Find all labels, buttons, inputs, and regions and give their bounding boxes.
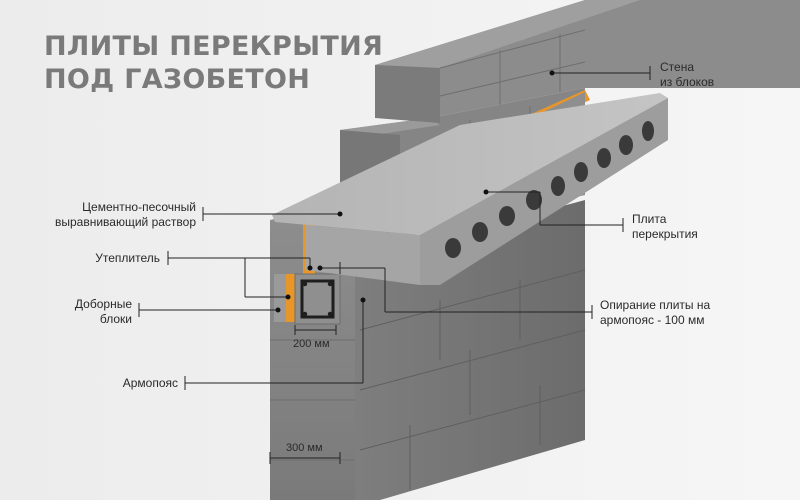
label-slab: Плита перекрытия xyxy=(632,212,698,242)
label-insulation: Утеплитель xyxy=(60,251,160,266)
dimension-wall-width: 300 мм xyxy=(286,442,323,454)
label-wall-line1: Стена xyxy=(660,60,695,74)
section-joints xyxy=(270,339,355,461)
label-extra-blocks-line2: блоки xyxy=(99,312,132,326)
label-wall: Стена из блоков xyxy=(660,60,714,90)
title-line-1: ПЛИТЫ ПЕРЕКРЫТИЯ xyxy=(44,31,384,62)
label-extra-blocks-line1: Доборные xyxy=(74,297,132,311)
label-support: Опирание плиты на армопояс - 100 мм xyxy=(600,298,710,328)
slab-cores xyxy=(445,121,654,258)
label-slab-line1: Плита xyxy=(632,212,667,226)
upper-wall-face xyxy=(375,0,800,118)
upper-block-top xyxy=(375,0,640,68)
rebar-bars xyxy=(302,281,333,317)
title-line-2: ПОД ГАЗОБЕТОН xyxy=(44,64,311,95)
insulation-left xyxy=(286,274,295,322)
extra-block xyxy=(274,274,286,322)
label-wall-line2: из блоков xyxy=(660,75,715,89)
rebar-cage xyxy=(300,279,335,319)
dimension-belt-width: 200 мм xyxy=(293,338,330,350)
block-joints xyxy=(439,29,586,178)
label-mortar: Цементно-песочный выравнивающий раствор xyxy=(50,200,196,230)
slab-top xyxy=(272,93,668,235)
label-support-line2: армопояс - 100 мм xyxy=(600,313,705,327)
label-mortar-line1: Цементно-песочный xyxy=(82,200,196,214)
label-slab-line2: перекрытия xyxy=(632,227,698,241)
label-support-line1: Опирание плиты на xyxy=(600,298,711,312)
page-title: ПЛИТЫ ПЕРЕКРЫТИЯ ПОД ГАЗОБЕТОН xyxy=(44,30,383,96)
label-belt: Армопояс xyxy=(80,376,178,391)
label-mortar-line2: выравнивающий раствор xyxy=(54,215,196,229)
slab-end xyxy=(305,225,420,285)
label-extra-blocks: Доборные блоки xyxy=(40,297,132,327)
leader-lines xyxy=(138,66,651,464)
leader-dots xyxy=(275,70,555,313)
label-insulation-line1: Утеплитель xyxy=(95,251,160,265)
label-belt-line1: Армопояс xyxy=(122,376,178,390)
main-wall-joints xyxy=(359,269,586,490)
upper-block-end xyxy=(375,65,440,123)
